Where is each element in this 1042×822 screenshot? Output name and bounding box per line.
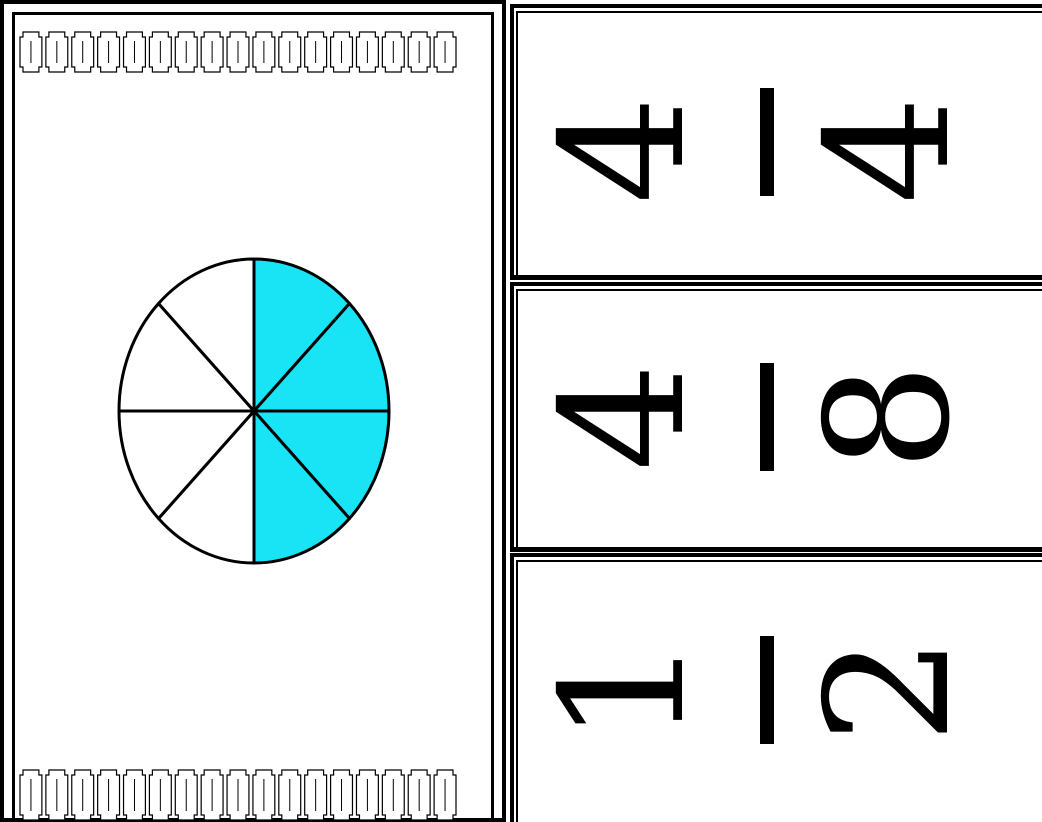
fraction-bar <box>760 363 774 471</box>
fraction-numerator: 1 <box>539 635 709 743</box>
fraction-bar <box>760 88 774 196</box>
fraction-denominator: 4 <box>804 95 974 203</box>
pie-chart-eighths <box>104 249 404 579</box>
fraction: 4 4 <box>514 8 1042 275</box>
picture-card <box>0 0 506 822</box>
fraction-numerator: 4 <box>539 95 709 203</box>
fraction-card-2: 4 8 <box>510 282 1042 552</box>
fraction-card-1: 4 4 <box>510 4 1042 280</box>
fraction: 1 2 <box>514 557 1042 822</box>
fraction-card-3: 1 2 <box>510 553 1042 822</box>
fraction: 4 8 <box>514 286 1042 547</box>
fraction-numerator: 4 <box>539 362 709 470</box>
decorative-border-bottom <box>18 764 458 822</box>
fraction-denominator: 2 <box>804 635 974 743</box>
fraction-denominator: 8 <box>804 362 974 470</box>
fraction-bar <box>760 636 774 744</box>
pie-slices <box>119 259 389 563</box>
decorative-border-top <box>18 26 458 78</box>
